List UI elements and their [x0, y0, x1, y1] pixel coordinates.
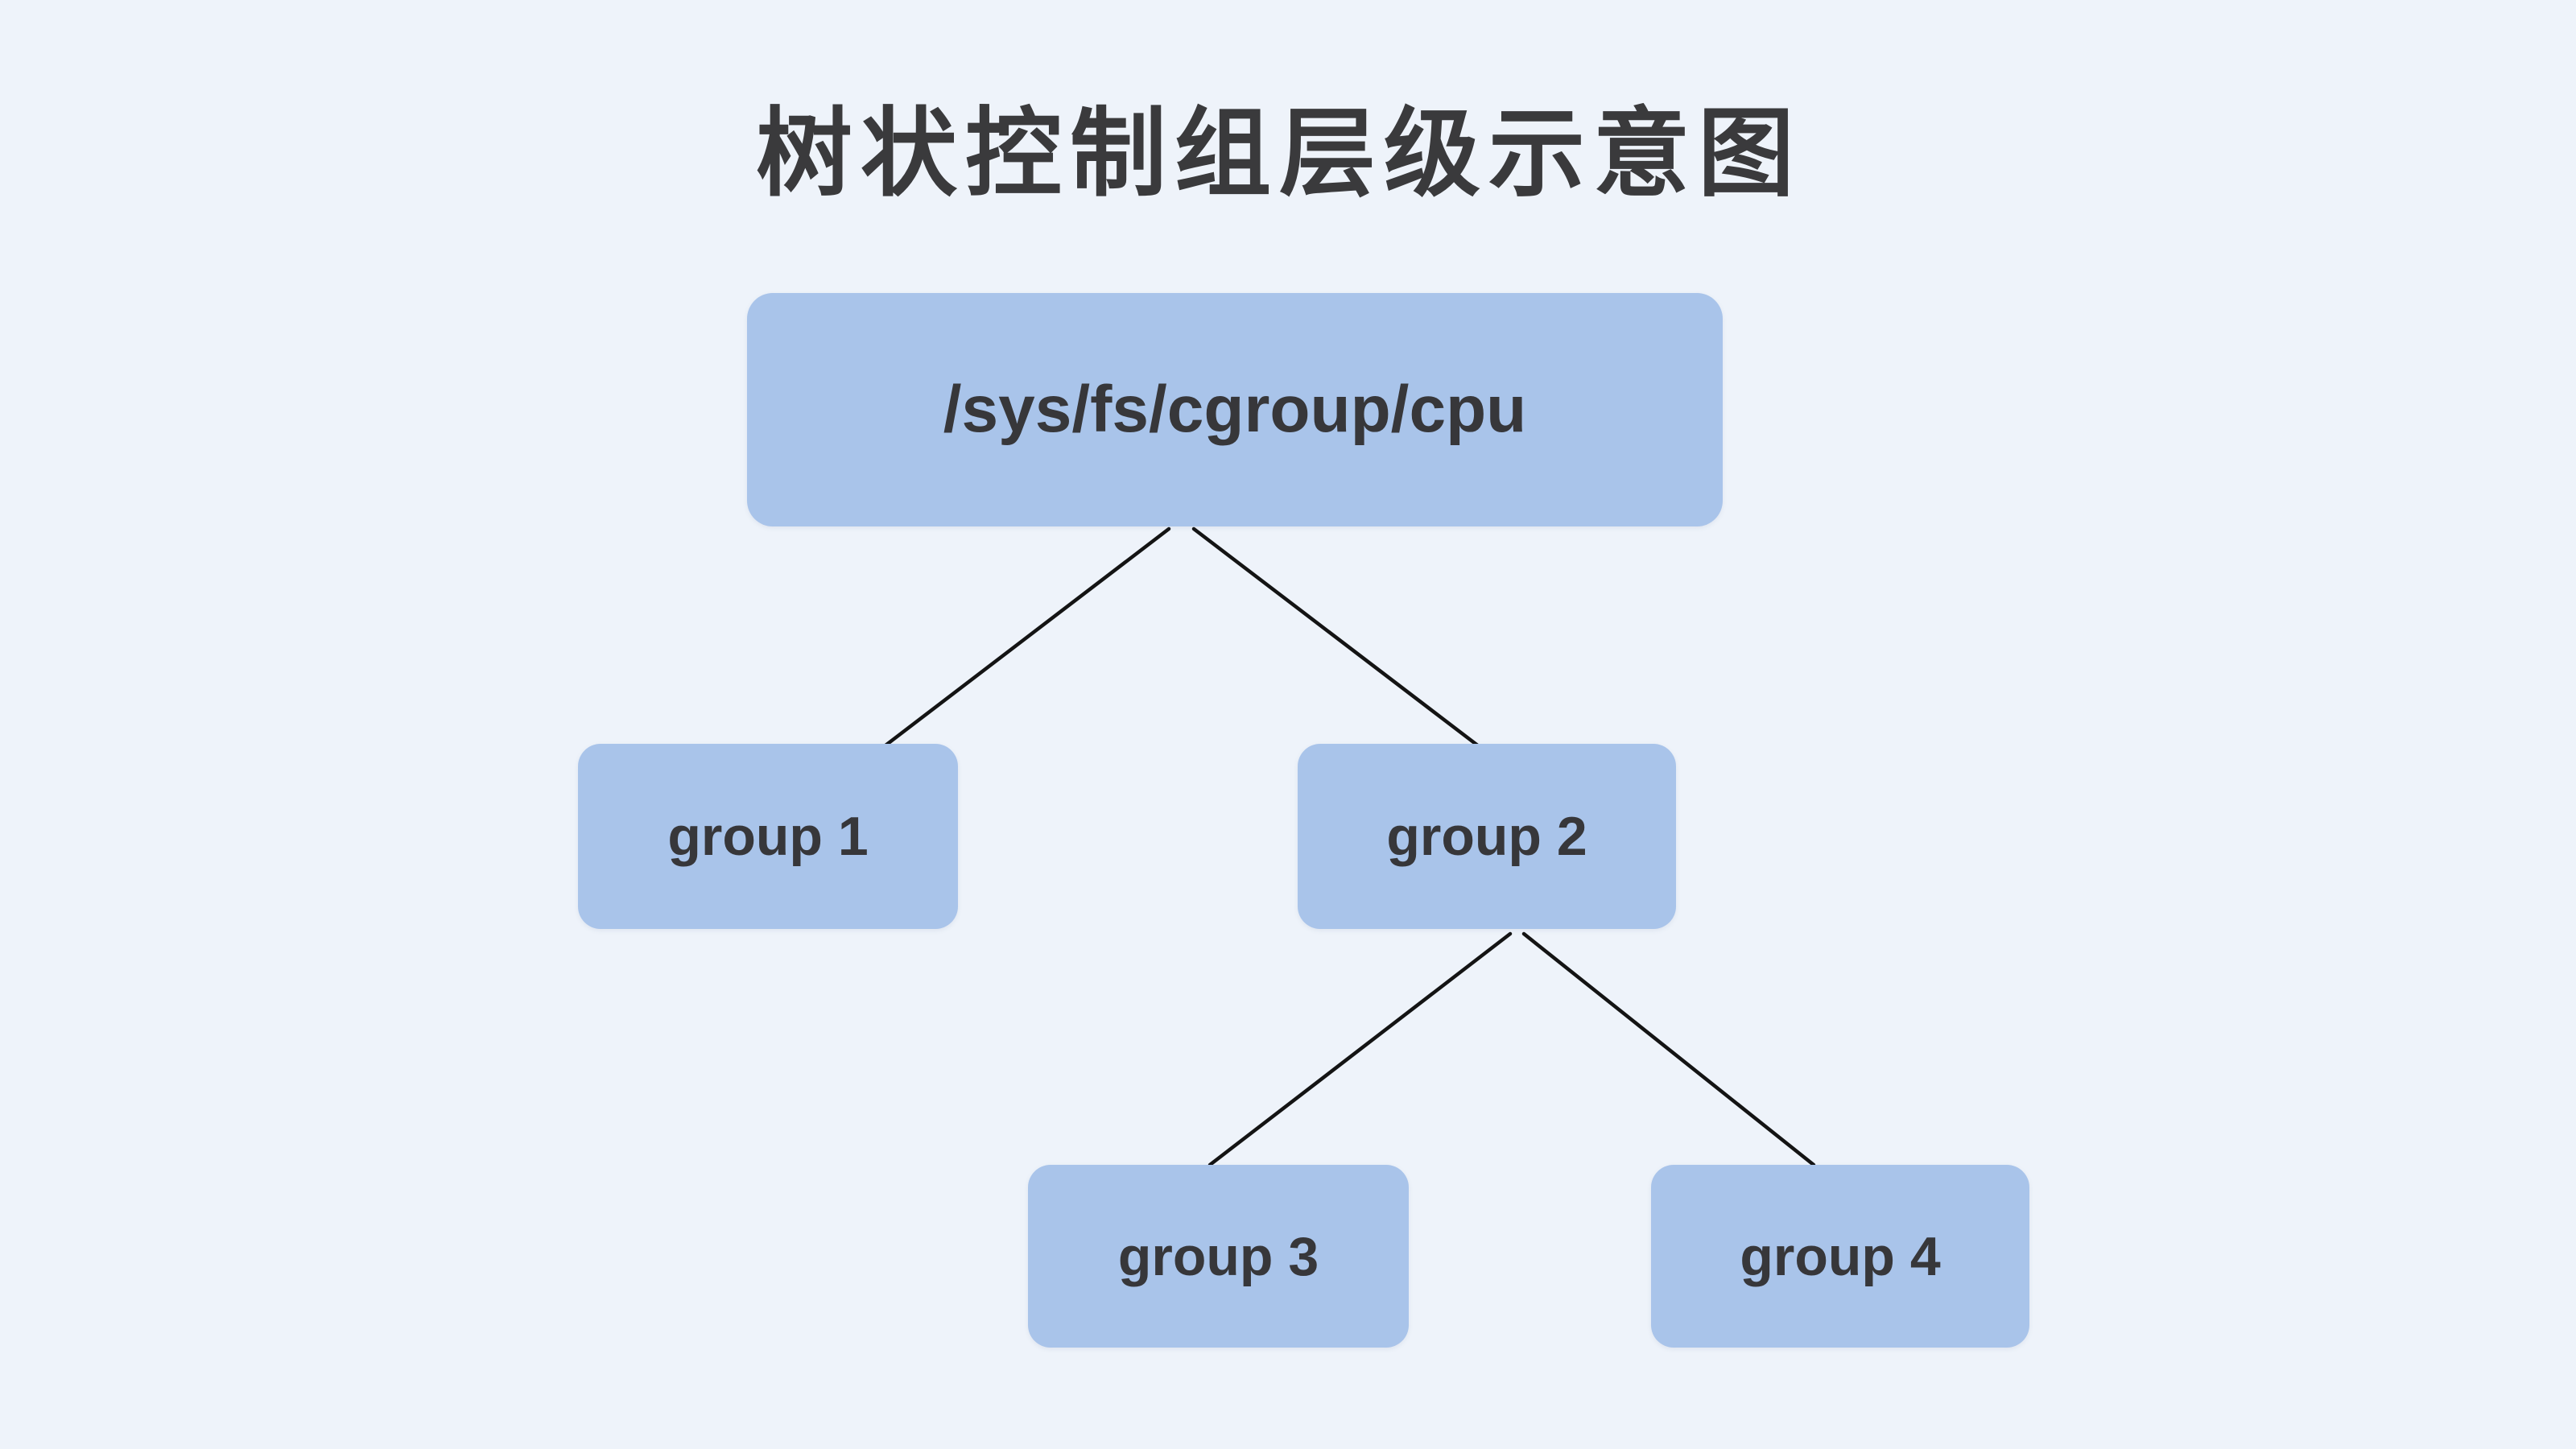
edge-group2-group3 [1208, 931, 1513, 1167]
node-group3: group 3 [1028, 1165, 1409, 1348]
node-group3-label: group 3 [1117, 1225, 1319, 1287]
node-group1-label: group 1 [667, 806, 869, 867]
edge-root-group1 [880, 526, 1171, 750]
diagram-title: 树状控制组层级示意图 [756, 100, 1802, 208]
edge-group2-group4 [1521, 931, 1816, 1167]
node-root-label: /sys/fs/cgroup/cpu [943, 373, 1527, 446]
node-group1: group 1 [578, 744, 958, 929]
node-root: /sys/fs/cgroup/cpu [747, 293, 1723, 526]
node-group2: group 2 [1298, 744, 1676, 929]
node-group2-label: group 2 [1386, 806, 1587, 867]
edge-root-group2 [1191, 526, 1481, 749]
node-group4-label: group 4 [1740, 1225, 1941, 1287]
node-group4: group 4 [1651, 1165, 2029, 1348]
